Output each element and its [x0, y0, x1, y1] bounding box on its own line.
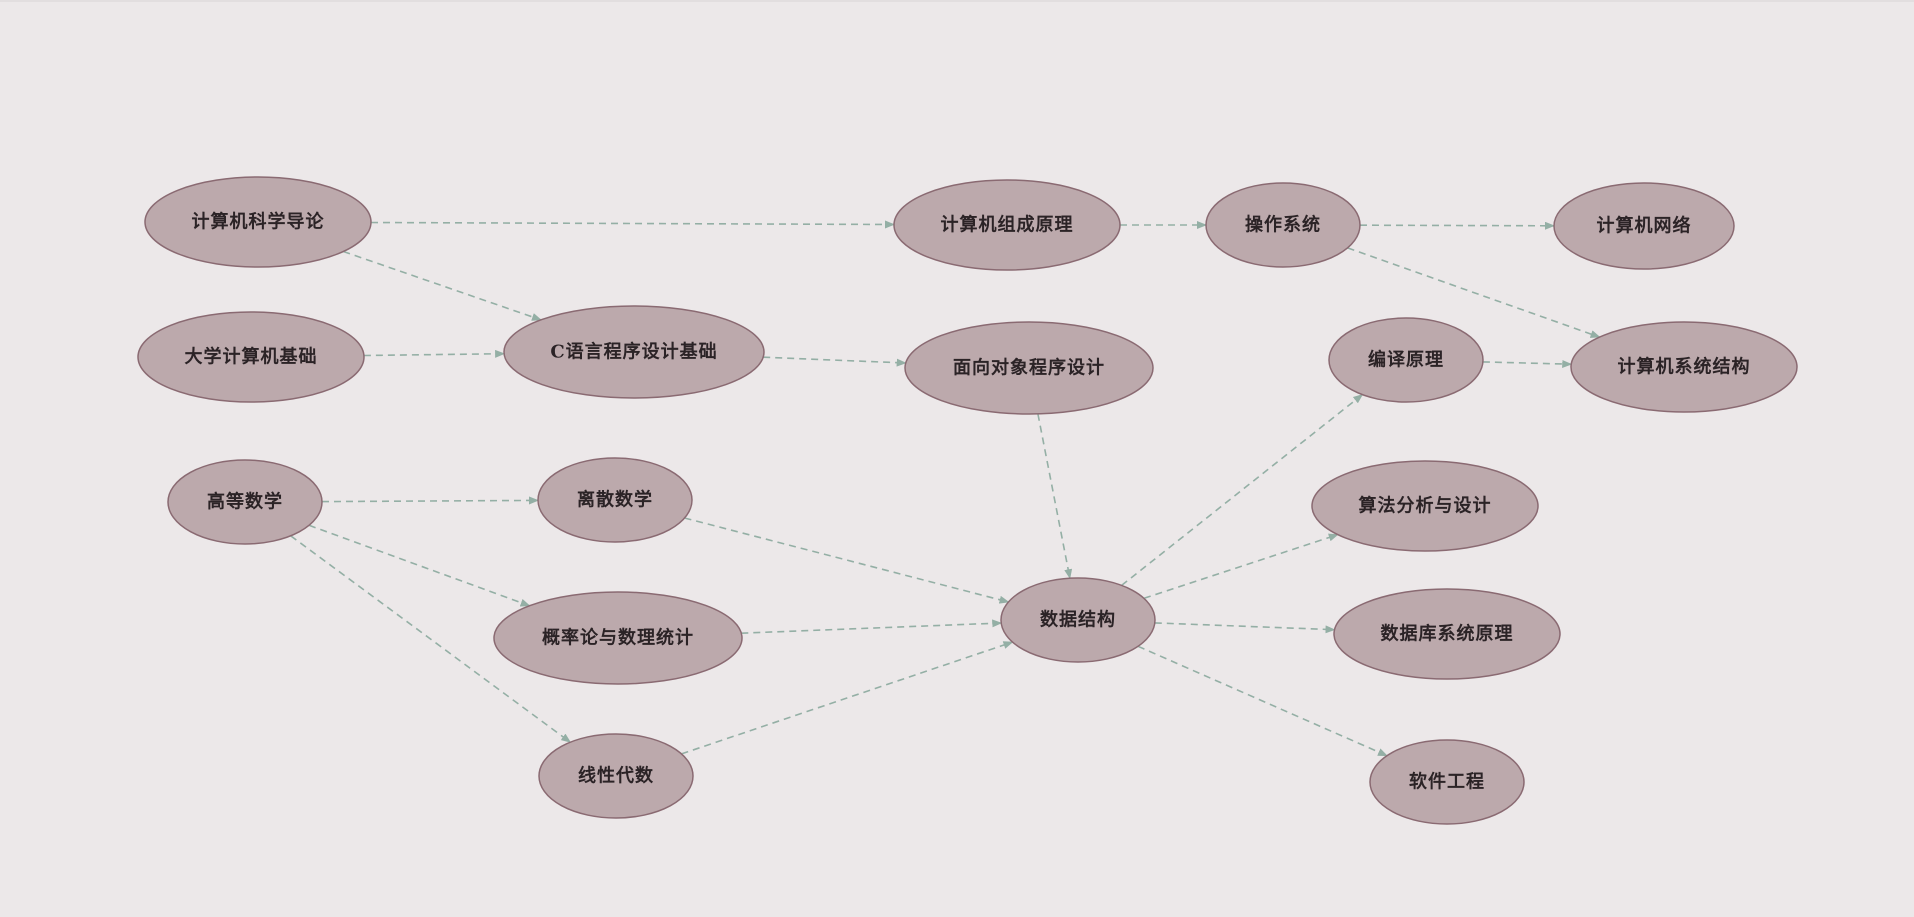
node-oop: 面向对象程序设计 [904, 321, 1154, 415]
node-label: 编译原理 [1368, 349, 1444, 371]
node-ellipse [1000, 577, 1156, 663]
node-ellipse [538, 733, 694, 819]
edges-layer [290, 220, 1601, 757]
edge-c-programming-to-oop [763, 356, 907, 367]
node-operating-systems: 操作系统 [1205, 182, 1361, 268]
node-ellipse [503, 305, 765, 399]
node-ellipse [493, 591, 743, 685]
node-label: 高等数学 [207, 491, 283, 513]
node-linear-algebra: 线性代数 [538, 733, 694, 819]
node-data-structures: 数据结构 [1000, 577, 1156, 663]
edge-data-structures-to-software-engineering [1137, 645, 1388, 757]
edge-probability-statistics-to-data-structures [741, 619, 1003, 634]
node-ellipse [1553, 182, 1735, 270]
edge-data-structures-to-database-principles [1154, 622, 1336, 634]
node-ellipse [904, 321, 1154, 415]
node-label: 数据结构 [1040, 609, 1116, 631]
node-ellipse [144, 176, 372, 268]
node-algorithms: 算法分析与设计 [1311, 460, 1539, 552]
node-label: 面向对象程序设计 [953, 357, 1105, 379]
node-ellipse [1311, 460, 1539, 552]
node-computer-architecture: 计算机系统结构 [1570, 321, 1798, 413]
node-college-cs-basics: 大学计算机基础 [137, 311, 365, 403]
node-label: 操作系统 [1245, 214, 1321, 236]
node-ellipse [1369, 739, 1525, 825]
node-label: 计算机系统结构 [1618, 356, 1751, 378]
node-compiler-principles: 编译原理 [1328, 317, 1484, 403]
edge-advanced-math-to-discrete-math [321, 496, 539, 505]
edge-intro-cs-to-computer-organization [370, 220, 895, 229]
node-advanced-math: 高等数学 [167, 459, 323, 545]
node-computer-organization: 计算机组成原理 [893, 179, 1121, 271]
node-discrete-math: 离散数学 [537, 457, 693, 543]
node-label: 线性代数 [578, 765, 654, 787]
node-ellipse [1333, 588, 1561, 680]
node-ellipse [1570, 321, 1798, 413]
node-ellipse [1205, 182, 1361, 268]
node-ellipse [537, 457, 693, 543]
node-computer-networks: 计算机网络 [1553, 182, 1735, 270]
node-label: 计算机网络 [1597, 215, 1692, 237]
node-label: 算法分析与设计 [1359, 495, 1492, 517]
node-ellipse [167, 459, 323, 545]
node-ellipse [893, 179, 1121, 271]
edge-oop-to-data-structures [1037, 413, 1073, 580]
node-database-principles: 数据库系统原理 [1333, 588, 1561, 680]
edge-advanced-math-to-probability-statistics [308, 524, 531, 607]
node-label: 大学计算机基础 [185, 346, 318, 368]
node-label: 离散数学 [577, 489, 653, 511]
node-probability-statistics: 概率论与数理统计 [493, 591, 743, 685]
node-label: 计算机组成原理 [941, 214, 1074, 236]
node-label: 软件工程 [1409, 771, 1485, 793]
edge-operating-systems-to-computer-architecture [1347, 247, 1601, 338]
node-ellipse [137, 311, 365, 403]
node-software-engineering: 软件工程 [1369, 739, 1525, 825]
node-label: C语言程序设计基础 [550, 341, 717, 363]
node-intro-cs: 计算机科学导论 [144, 176, 372, 268]
node-ellipse [1328, 317, 1484, 403]
edge-data-structures-to-algorithms [1143, 533, 1339, 600]
edge-compiler-principles-to-computer-architecture [1482, 359, 1573, 368]
edge-data-structures-to-compiler-principles [1121, 393, 1364, 587]
edge-linear-algebra-to-data-structures [681, 641, 1014, 755]
edge-operating-systems-to-computer-networks [1359, 221, 1555, 230]
edge-discrete-math-to-data-structures [684, 517, 1010, 604]
node-label: 计算机科学导论 [192, 211, 325, 233]
edge-college-cs-basics-to-c-programming [363, 349, 506, 358]
node-label: 数据库系统原理 [1381, 623, 1514, 645]
node-c-programming: C语言程序设计基础 [503, 305, 765, 399]
edge-intro-cs-to-c-programming [343, 250, 542, 321]
edge-advanced-math-to-linear-algebra [290, 535, 572, 743]
node-label: 概率论与数理统计 [542, 627, 694, 649]
